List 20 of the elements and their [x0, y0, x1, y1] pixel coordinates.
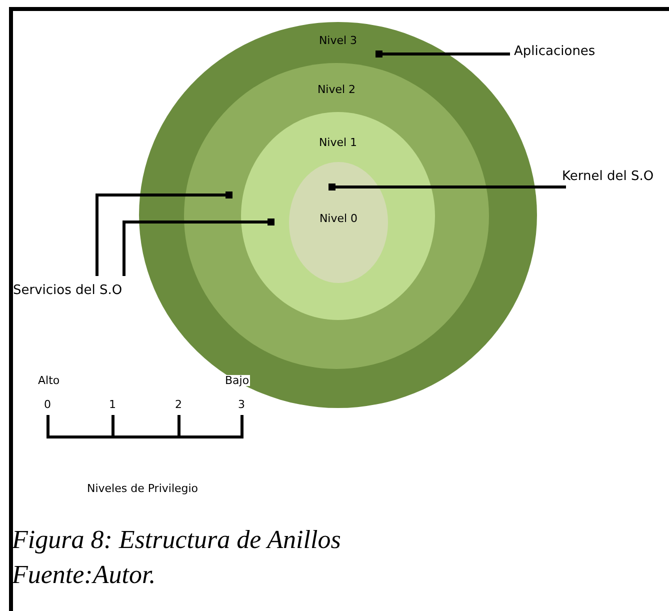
axis-title: Niveles de Privilegio — [87, 483, 198, 494]
tick-label: 0 — [44, 399, 51, 410]
leader-line — [122, 218, 275, 276]
tick-label: 2 — [175, 399, 182, 410]
ring-label: Nivel 3 — [318, 35, 358, 46]
leader-line — [375, 50, 510, 58]
callout-text: Kernel del S.O — [562, 170, 654, 183]
ring-label: Nivel 0 — [318, 213, 359, 224]
tick-label: 1 — [109, 399, 116, 410]
callout-text: Aplicaciones — [514, 45, 596, 58]
scale-label: Bajo — [224, 375, 250, 386]
leader-line — [328, 183, 566, 191]
ring-label: Nivel 1 — [318, 137, 358, 148]
scale-label: Alto — [38, 375, 60, 386]
leader-line — [96, 191, 233, 276]
ring-label: Nivel 2 — [316, 84, 357, 95]
tick-label: 3 — [238, 399, 245, 410]
source-note: Fuente:Autor. — [12, 562, 156, 588]
callout-text: Servicios del S.O — [13, 284, 122, 297]
figure-caption: Figura 8: Estructura de Anillos — [12, 527, 341, 553]
